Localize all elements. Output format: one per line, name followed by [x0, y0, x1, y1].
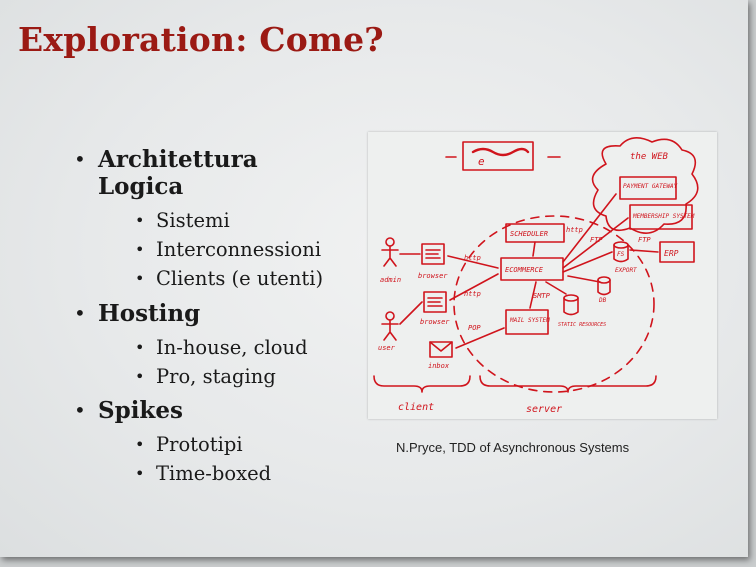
bullet-label: Spikes — [98, 397, 183, 424]
label-client: client — [398, 402, 434, 413]
arrow-scheduler-ecommerce — [532, 241, 536, 257]
label-http-1: http — [464, 254, 481, 262]
label-browser-2: browser — [420, 318, 450, 326]
browser-lines-1 — [425, 249, 441, 259]
arrow-mail-inbox — [455, 327, 505, 349]
bullet-dot: • — [74, 398, 86, 422]
fs-cylinder — [613, 241, 629, 249]
sub-bullet-interconnessioni: • Interconnessioni — [135, 238, 322, 262]
label-user: user — [378, 344, 396, 352]
label-membership: MEMBERSHIP SYSTEM — [632, 213, 695, 220]
label-web: the WEB — [630, 152, 669, 162]
ecommerce-box — [500, 257, 564, 281]
label-mail: MAIL SYSTEM — [509, 317, 550, 324]
sub-bullet-clients: • Clients (e utenti) — [135, 267, 324, 291]
arrow-ecommerce-mail — [529, 281, 567, 309]
sub-bullet-label: Interconnessioni — [156, 238, 322, 261]
web-cloud — [591, 137, 699, 234]
fs-cylinder-body — [613, 244, 629, 263]
slide-title: Exploration: Come? — [18, 20, 384, 59]
inbox-envelope — [429, 341, 453, 358]
arrow-browser-ecommerce — [447, 255, 499, 301]
label-export: EXPORT — [615, 267, 637, 274]
arrow-user-browser — [399, 253, 423, 325]
label-ecommerce: ECOMMERCE — [505, 266, 544, 274]
inbox-flap — [429, 341, 453, 352]
label-pop: POP — [468, 324, 481, 332]
bullet-dot: • — [135, 464, 145, 483]
arrow-ecommerce-web — [562, 193, 629, 269]
label-smtp: SMTP — [533, 292, 551, 300]
user-body — [381, 319, 399, 341]
label-server: server — [526, 404, 562, 415]
browser-window-1 — [421, 243, 445, 265]
sub-bullet-label: Time-boxed — [156, 462, 272, 485]
browser-window-2 — [423, 291, 447, 313]
sub-bullet-in-house: • In-house, cloud — [135, 336, 308, 360]
bullet-spikes: • Spikes — [74, 397, 183, 424]
label-http-3: http — [566, 226, 583, 234]
mail-box — [505, 309, 549, 335]
bullet-architettura: • Architettura Logica — [74, 146, 258, 200]
label-fs: FS — [617, 251, 625, 258]
sub-bullet-label: In-house, cloud — [156, 336, 308, 359]
label-ftp-1: FTP — [590, 236, 603, 244]
bullet-dot: • — [135, 367, 145, 386]
bullet-label-line1: Architettura — [98, 146, 258, 173]
sub-bullet-prototipi: • Prototipi — [135, 433, 243, 457]
whiteboard-diagram: the WEB e PAYMENT GATEWAY MEMBERSHIP SYS… — [373, 137, 699, 415]
label-ftp-2: FTP — [638, 236, 651, 244]
erp-box — [659, 241, 695, 263]
bullet-dot: • — [135, 240, 145, 259]
label-inbox: inbox — [428, 362, 450, 370]
sub-bullet-label: Sistemi — [156, 209, 230, 232]
label-scheduler: SCHEDULER — [510, 230, 548, 238]
sub-bullet-label: Prototipi — [156, 433, 243, 456]
static-cylinder — [563, 294, 579, 302]
membership-box — [629, 204, 693, 230]
scribble-box — [462, 141, 534, 171]
label-erp: ERP — [664, 249, 679, 258]
admin-head — [385, 237, 395, 247]
client-bracket — [373, 375, 471, 393]
sub-bullet-label: Clients (e utenti) — [156, 267, 324, 290]
bullet-dot: • — [135, 338, 145, 357]
whiteboard-photo: the WEB e PAYMENT GATEWAY MEMBERSHIP SYS… — [368, 132, 717, 419]
slide: Exploration: Come? • Architettura Logica… — [0, 0, 748, 557]
label-scribble: e — [478, 155, 485, 168]
label-http-2: http — [464, 290, 481, 298]
label-admin: admin — [380, 276, 401, 284]
label-static: STATIC RESOURCES — [558, 322, 606, 328]
static-cylinder-body — [563, 297, 579, 316]
bullet-dot: • — [74, 301, 86, 325]
sub-bullet-pro-staging: • Pro, staging — [135, 365, 276, 389]
bullet-dot: • — [135, 269, 145, 288]
payment-box — [619, 176, 677, 200]
admin-body — [381, 245, 399, 267]
scribble-mark — [471, 147, 530, 157]
photo-caption: N.Pryce, TDD of Asynchronous Systems — [396, 440, 630, 455]
bullet-dot: • — [135, 435, 145, 454]
bullet-dot: • — [135, 211, 145, 230]
sub-bullet-label: Pro, staging — [156, 365, 276, 388]
label-browser-1: browser — [418, 272, 448, 280]
bullet-label: Hosting — [98, 300, 201, 327]
arrow-erp-fs — [629, 249, 659, 253]
sub-bullet-sistemi: • Sistemi — [135, 209, 230, 233]
db-cylinder-body — [597, 279, 611, 296]
user-head — [385, 311, 395, 321]
server-boundary — [453, 215, 655, 393]
bullet-label-line2: Logica — [98, 173, 184, 200]
label-db: DB — [598, 297, 607, 304]
browser-lines-2 — [427, 297, 443, 307]
arrow-ecommerce-storage — [562, 251, 613, 283]
label-payment: PAYMENT GATEWAY — [623, 183, 678, 190]
server-bracket — [479, 375, 657, 393]
bullet-dot: • — [74, 147, 86, 171]
bullet-hosting: • Hosting — [74, 300, 201, 327]
sub-bullet-time-boxed: • Time-boxed — [135, 462, 272, 486]
